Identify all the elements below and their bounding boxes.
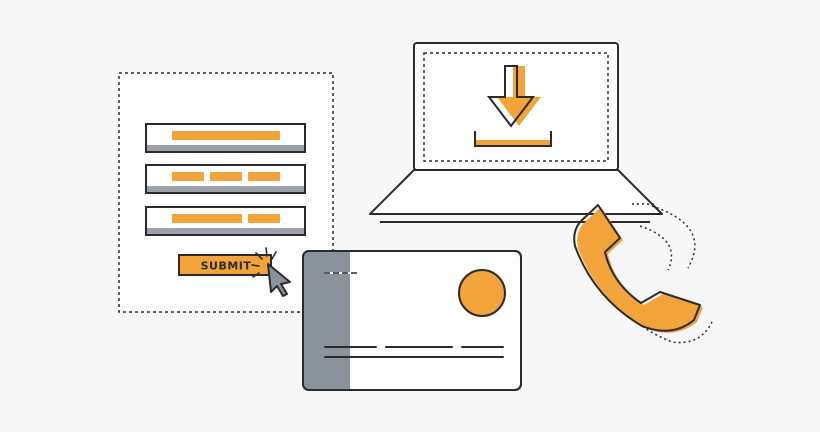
form-field-3 <box>145 206 306 236</box>
phone-signal-arc-outer <box>651 205 696 269</box>
card-side-stripe <box>304 252 350 389</box>
phone-signal-arc-inner <box>639 225 673 271</box>
mouse-pointer-icon <box>267 263 291 297</box>
laptop-base <box>369 169 663 215</box>
card-chip-circle <box>458 269 506 317</box>
form-field-1 <box>145 123 306 153</box>
card-text-lines <box>324 346 504 358</box>
phone-handset-icon <box>573 204 713 344</box>
submit-button: SUBMIT <box>178 254 272 276</box>
form-field-2 <box>145 164 306 194</box>
download-arrow-icon <box>474 65 552 147</box>
laptop-icon <box>369 42 663 223</box>
laptop-screen-dashed-inner <box>423 52 609 162</box>
click-burst-icon <box>251 247 277 278</box>
id-card-icon <box>302 250 522 391</box>
web-form-icon: SUBMIT <box>118 72 334 313</box>
submit-button-label: SUBMIT <box>201 260 252 273</box>
